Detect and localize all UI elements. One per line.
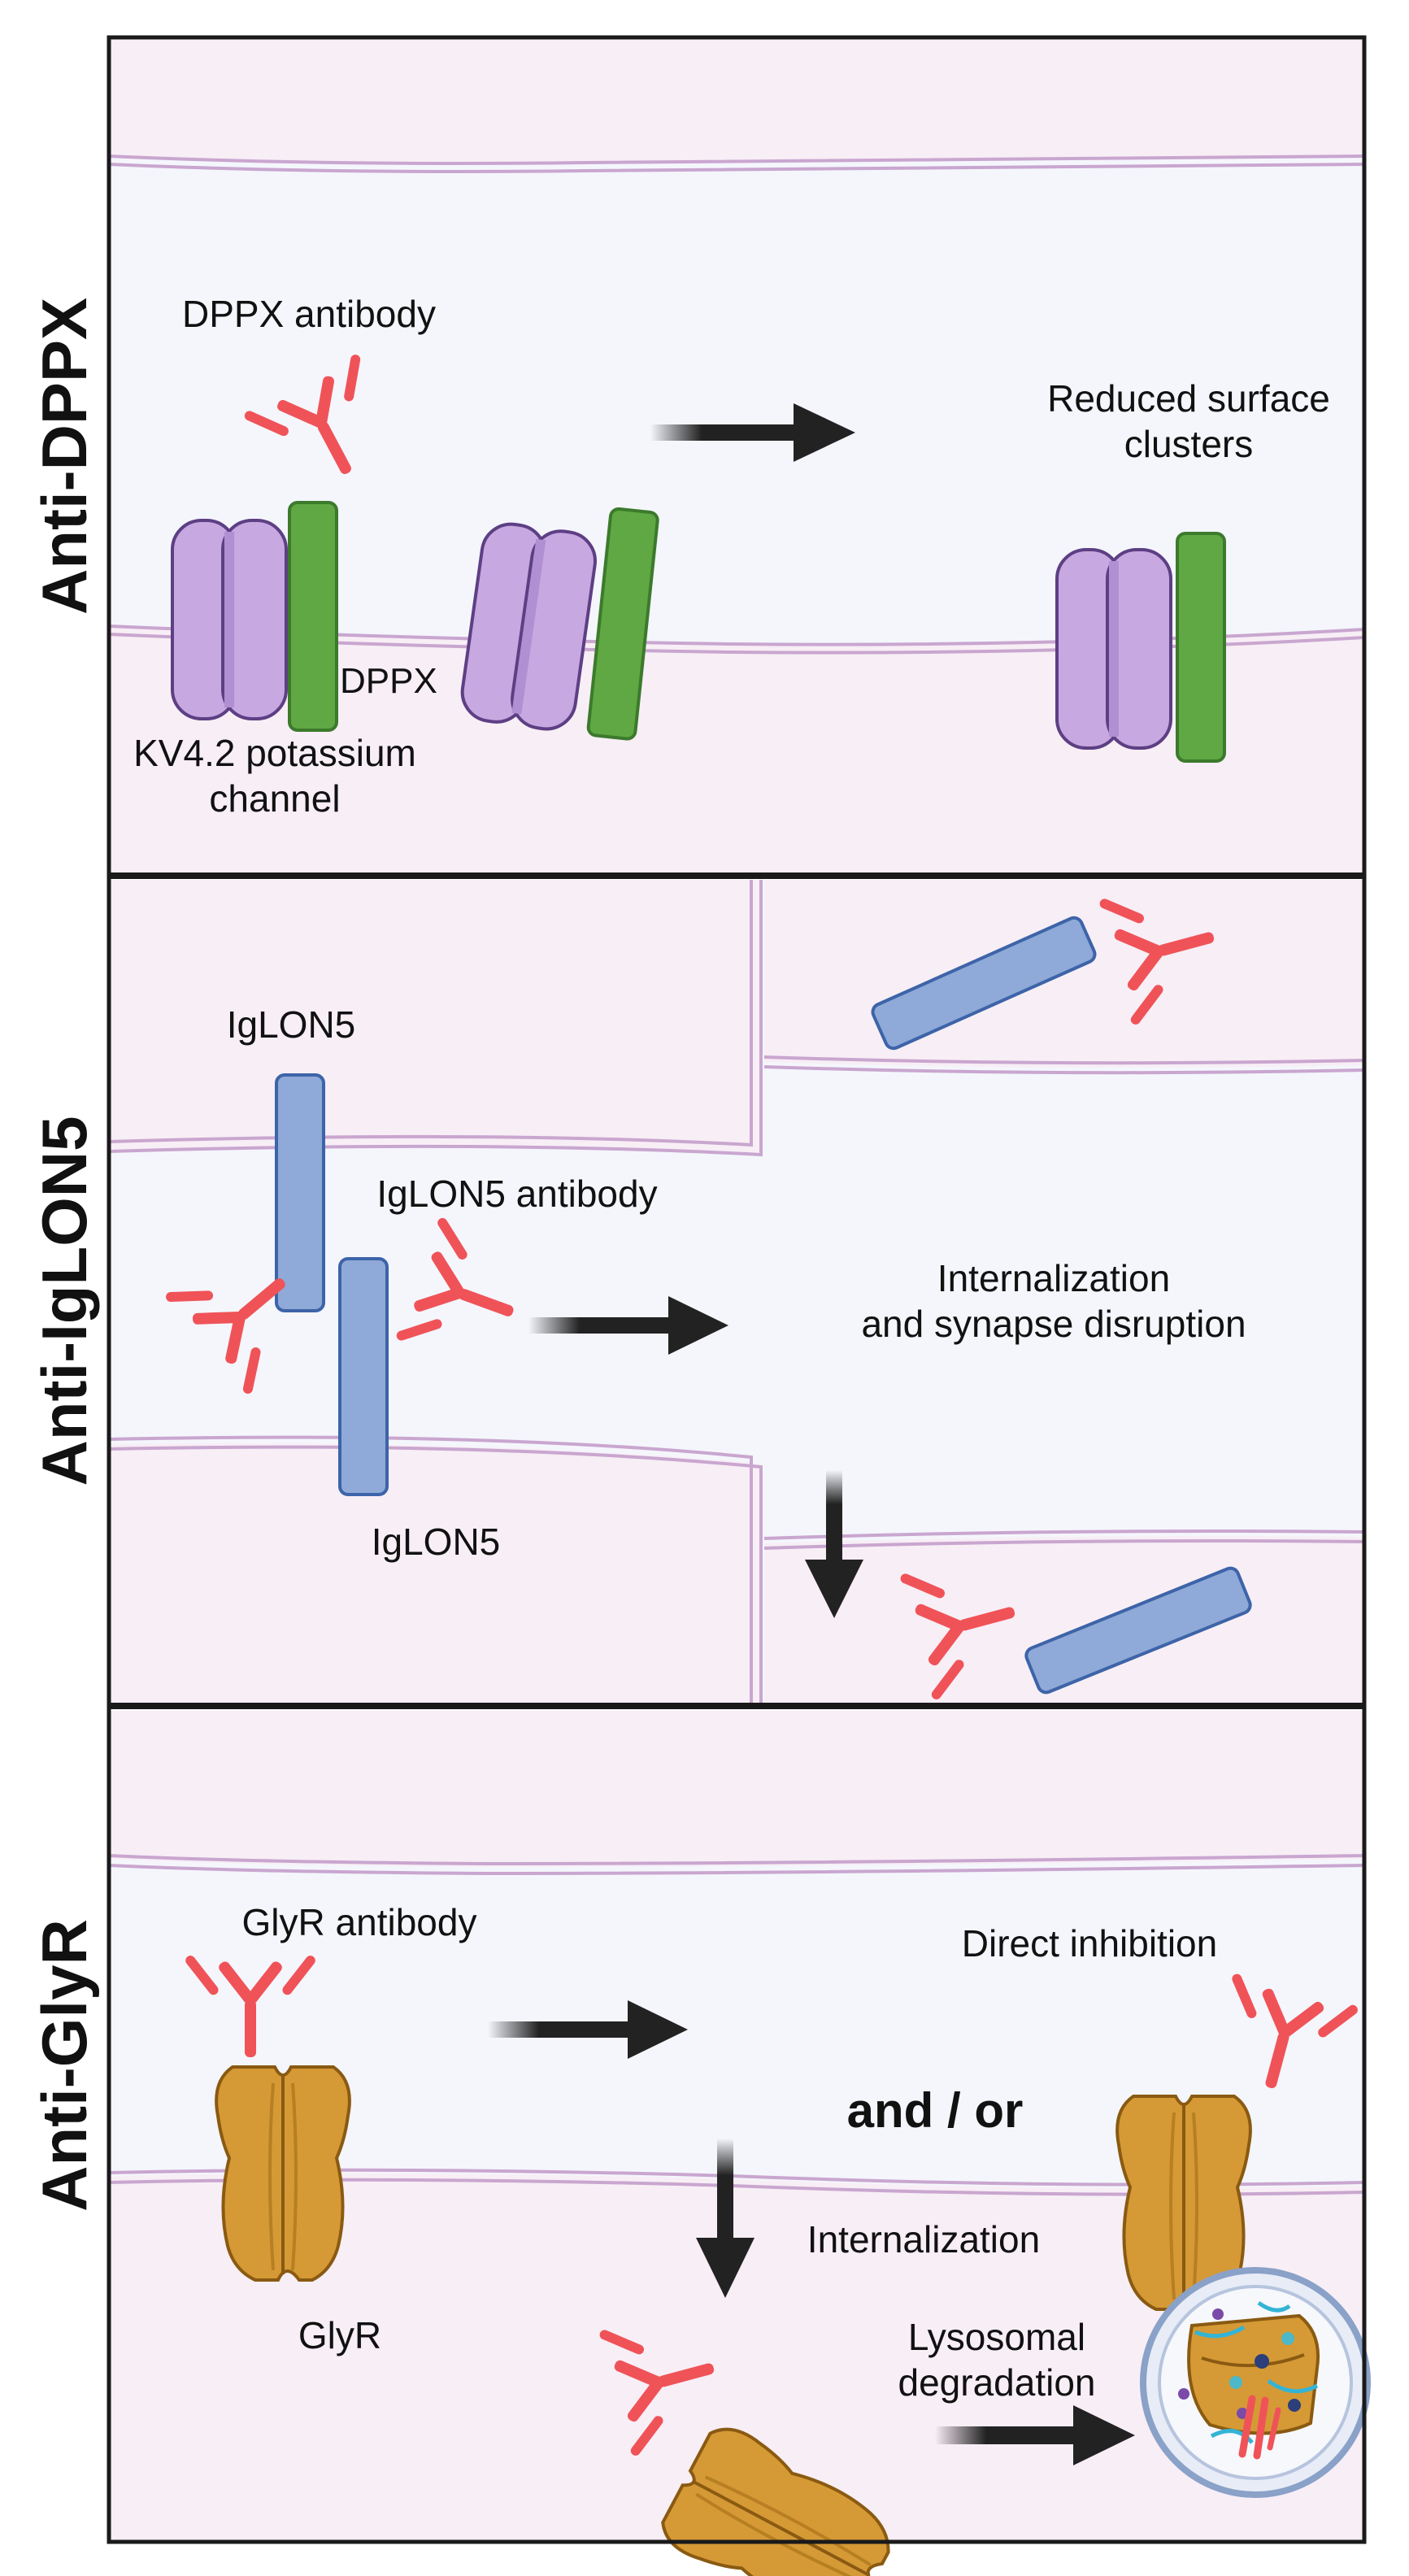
lower-cell: [109, 2173, 1364, 2542]
label-reduced-line2: clusters: [1124, 423, 1253, 465]
panel-frames: [107, 35, 1367, 2544]
membrane: [108, 163, 1365, 173]
membrane: [108, 1854, 1365, 1866]
dppx-protein-icon: [1176, 532, 1226, 763]
label-iglon5-antibody: IgLON5 antibody: [376, 1173, 657, 1215]
membrane: [108, 1445, 763, 1706]
kv42-channel-icon: [171, 519, 288, 720]
iglon5-protein-icon: [871, 916, 1097, 1051]
membrane: [763, 1530, 1365, 1540]
membrane: [108, 154, 1365, 165]
membrane: [108, 880, 753, 1147]
label-iglon5-top: IgLON5: [227, 1003, 356, 1046]
label-dppx: DPPX: [340, 661, 437, 701]
arrow-down: [805, 1470, 863, 1618]
panel-anti-glyr: Anti-GlyR GlyR antibody GlyR Direct inhi…: [28, 1711, 1371, 2576]
upper-left-cell: [109, 880, 759, 1155]
arrow-down: [696, 2139, 755, 2298]
upper-cell: [109, 37, 1364, 163]
membrane: [108, 880, 763, 1157]
label-internalization: Internalization: [807, 2218, 1040, 2261]
label-lysosomal-line2: degradation: [898, 2361, 1096, 2404]
lower-cell: [109, 626, 1364, 875]
side-label-anti-iglon5: Anti-IgLON5: [28, 1116, 100, 1486]
arrow-right: [488, 2000, 688, 2059]
panel-anti-iglon5: Anti-IgLON5 IgLON5 IgLON5 antibody IgLON…: [28, 872, 1365, 1706]
label-lysosomal-line1: Lysosomal: [908, 2316, 1085, 2358]
kv42-channel-icon: [1055, 548, 1172, 750]
side-label-anti-glyr: Anti-GlyR: [28, 1919, 100, 2212]
membrane: [763, 1055, 1365, 1065]
iglon5-protein-icon: [338, 1257, 389, 1496]
label-and-or: and / or: [847, 2083, 1024, 2138]
label-direct-inhibition: Direct inhibition: [962, 1922, 1217, 1965]
lower-left-cell: [109, 1443, 761, 1706]
label-kv42-line1: KV4.2 potassium: [133, 732, 416, 774]
label-glyr: GlyR: [298, 2314, 381, 2356]
label-internalization-line2: and synapse disruption: [861, 1303, 1246, 1345]
iglon5-protein-icon: [275, 1073, 325, 1312]
arrow-right: [650, 403, 855, 462]
label-glyr-antibody: GlyR antibody: [242, 1901, 477, 1943]
membrane: [763, 1065, 1365, 1075]
lysosome-icon: [1140, 2267, 1371, 2498]
membrane: [108, 1864, 1365, 1876]
iglon5-protein-icon: [1024, 1566, 1252, 1695]
glyr-receptor-icon: [215, 2065, 351, 2282]
label-dppx-antibody: DPPX antibody: [182, 293, 436, 335]
label-internalization-line1: Internalization: [937, 1257, 1170, 1299]
dppx-protein-icon: [288, 501, 338, 732]
side-label-anti-dppx: Anti-DPPX: [28, 298, 100, 615]
upper-cell: [109, 1711, 1364, 1867]
label-iglon5-bottom: IgLON5: [372, 1521, 501, 1563]
membrane: [763, 1539, 1365, 1550]
arrow-right: [935, 2405, 1135, 2465]
label-reduced-line1: Reduced surface: [1047, 377, 1330, 420]
panel-anti-dppx: Anti-DPPX DPPX antibody DPPX KV4.2 potas…: [28, 37, 1365, 875]
membrane: [108, 1435, 753, 1706]
arrow-right: [528, 1296, 728, 1355]
label-kv42-line2: channel: [209, 777, 340, 820]
